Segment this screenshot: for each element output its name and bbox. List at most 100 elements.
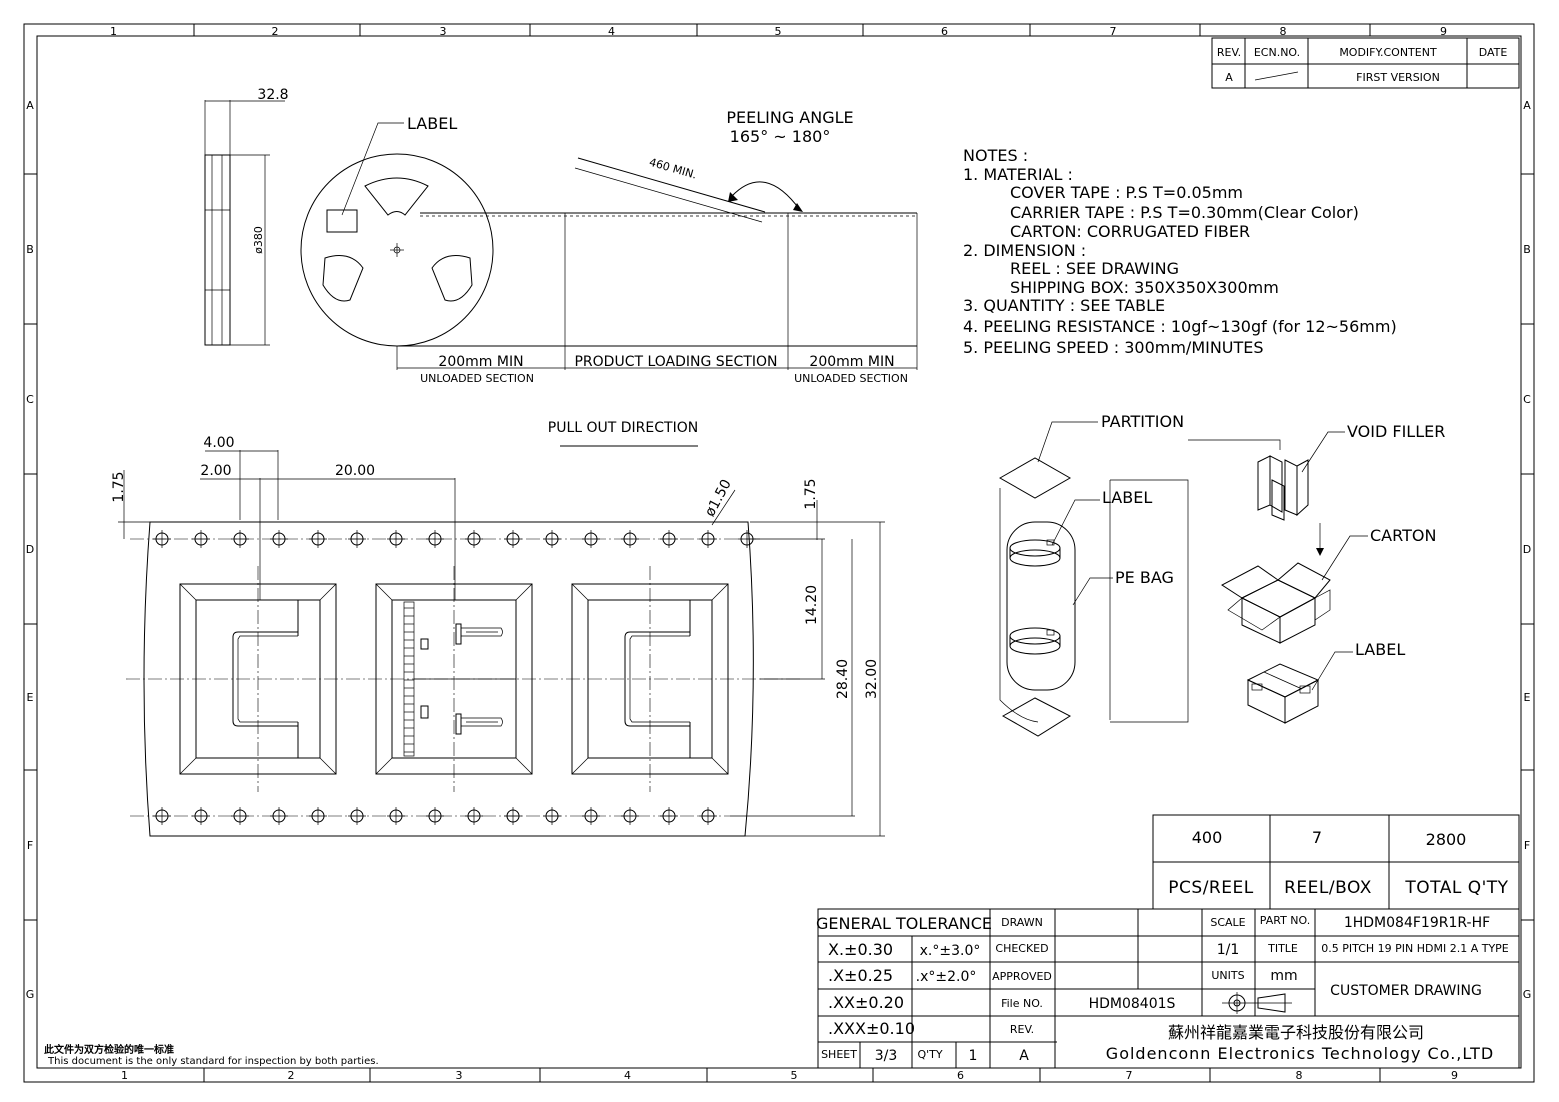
drawing-type: CUSTOMER DRAWING [1330, 983, 1482, 999]
carton-open [1221, 562, 1331, 644]
sprocket-hole [582, 807, 600, 825]
checked-label: CHECKED [995, 942, 1048, 955]
frame-row-label-right: G [1523, 988, 1532, 1001]
file-no-label: File NO. [1001, 997, 1043, 1010]
pocket-with-connector [375, 566, 533, 792]
qty-label: Q'TY [917, 1048, 942, 1061]
frame-col-label-bottom: 6 [957, 1069, 964, 1082]
frame-row-label-right: F [1524, 839, 1530, 852]
dim-175-right: 1.75 [803, 478, 819, 509]
projection-symbol [1222, 992, 1292, 1014]
dim-3200: 32.00 [864, 659, 880, 699]
sprocket-hole [192, 807, 210, 825]
frame-col-label-top: 4 [608, 25, 615, 38]
sprocket-hole [426, 807, 444, 825]
qty-reel-box-label: REEL/BOX [1284, 878, 1372, 898]
frame-col-label-bottom: 5 [791, 1069, 798, 1082]
company-name-cn: 蘇州祥龍嘉業電子科技股份有限公司 [1168, 1023, 1424, 1042]
qty-reel-box: 7 [1312, 828, 1322, 847]
section-2-title: PRODUCT LOADING SECTION [574, 354, 777, 370]
note-1: 1. MATERIAL : [963, 165, 1073, 184]
reel-front-view: LABEL [300, 114, 494, 347]
frame-col-label-bottom: 9 [1451, 1069, 1458, 1082]
section-1-sub: UNLOADED SECTION [420, 372, 534, 385]
section-3-title: 200mm MIN [809, 354, 894, 370]
sprocket-hole [231, 530, 249, 548]
date-header: DATE [1479, 46, 1508, 59]
frame-col-label-top: 3 [440, 25, 447, 38]
frame-col-label-top: 2 [272, 25, 279, 38]
sprocket-holes-top [153, 530, 756, 548]
note-1b: CARRIER TAPE : P.S T=0.30mm(Clear Color) [1010, 203, 1359, 222]
note-1a: COVER TAPE : P.S T=0.05mm [1010, 183, 1243, 202]
footer-note-cn: 此文件为双方检验的唯一标准 [44, 1043, 174, 1056]
label-callout-2: LABEL [1355, 640, 1405, 659]
scale-label: SCALE [1210, 916, 1245, 929]
modify-content-header: MODIFY.CONTENT [1339, 46, 1437, 59]
rev-value: A [1225, 71, 1233, 84]
sprocket-hole [309, 530, 327, 548]
notes-title: NOTES : [963, 146, 1028, 165]
dim-1420: 14.20 [804, 585, 820, 625]
qty-value: 1 [969, 1048, 978, 1064]
sprocket-hole [504, 807, 522, 825]
sprocket-hole [621, 530, 639, 548]
carton-callout: CARTON [1370, 526, 1436, 545]
frame-row-label-right: C [1523, 393, 1531, 406]
pe-bag-callout: PE BAG [1115, 568, 1174, 587]
reel-label-callout: LABEL [407, 114, 457, 133]
pull-out-direction: PULL OUT DIRECTION [548, 420, 698, 436]
empty-pocket [179, 566, 337, 792]
ecn-header: ECN.NO. [1254, 46, 1300, 59]
qty-total-label: TOTAL Q'TY [1404, 878, 1508, 898]
frame-col-label-bottom: 4 [624, 1069, 631, 1082]
frame-col-label-bottom: 7 [1126, 1069, 1133, 1082]
qty-pcs-reel: 400 [1192, 828, 1223, 847]
sprocket-hole [582, 530, 600, 548]
partition-callout: PARTITION [1101, 412, 1184, 431]
carrier-tape: PULL OUT DIRECTION 4.00 2.00 20.00 1.75 … [111, 420, 885, 837]
empty-pocket [571, 566, 729, 792]
title-value: 0.5 PITCH 19 PIN HDMI 2.1 A TYPE [1321, 942, 1509, 955]
frame-row-label-right: D [1523, 543, 1531, 556]
dim-400: 4.00 [203, 435, 234, 451]
packing-illustration: PARTITION LABEL PE BAG [998, 412, 1445, 737]
note-1c: CARTON: CORRUGATED FIBER [1010, 222, 1250, 241]
sprocket-hole [192, 530, 210, 548]
section-3-sub: UNLOADED SECTION [794, 372, 908, 385]
dim-200: 2.00 [200, 463, 231, 479]
sprocket-hole [309, 807, 327, 825]
tol-row-1b: x.°±3.0° [920, 943, 981, 959]
tol-row-4a: .XXX±0.10 [828, 1019, 915, 1038]
pe-bag [1006, 521, 1076, 691]
part-no-label: PART NO. [1260, 914, 1310, 927]
frame-col-label-bottom: 1 [121, 1069, 128, 1082]
frame-col-label-bottom: 8 [1296, 1069, 1303, 1082]
qty-pcs-reel-label: PCS/REEL [1168, 878, 1253, 898]
frame-col-label-top: 8 [1280, 25, 1287, 38]
section-1-title: 200mm MIN [438, 354, 523, 370]
peeling-angle-title: PEELING ANGLE [726, 108, 853, 127]
title-label: TITLE [1267, 942, 1298, 955]
part-no-value: 1HDM084F19R1R-HF [1344, 915, 1490, 931]
note-2b: SHIPPING BOX: 350X350X300mm [1010, 278, 1279, 297]
peel-length-dim: 460 MIN. [648, 156, 699, 182]
sheet-label: SHEET [821, 1048, 857, 1061]
frame-row-label-left: A [26, 99, 34, 112]
peeling-angle-value: 165° ~ 180° [730, 127, 831, 146]
frame-col-label-bottom: 3 [456, 1069, 463, 1082]
tol-row-2b: .x°±2.0° [916, 969, 977, 985]
drawing-frame [23, 23, 1535, 1083]
dim-2000: 20.00 [335, 463, 375, 479]
sprocket-hole [699, 530, 717, 548]
sprocket-hole [153, 807, 171, 825]
frame-col-label-top: 1 [110, 25, 117, 38]
qty-total: 2800 [1426, 830, 1467, 849]
units-value: mm [1270, 968, 1297, 984]
frame-col-label-top: 5 [775, 25, 782, 38]
sprocket-hole [348, 807, 366, 825]
sprocket-hole [504, 530, 522, 548]
frame-row-label-right: A [1523, 99, 1531, 112]
